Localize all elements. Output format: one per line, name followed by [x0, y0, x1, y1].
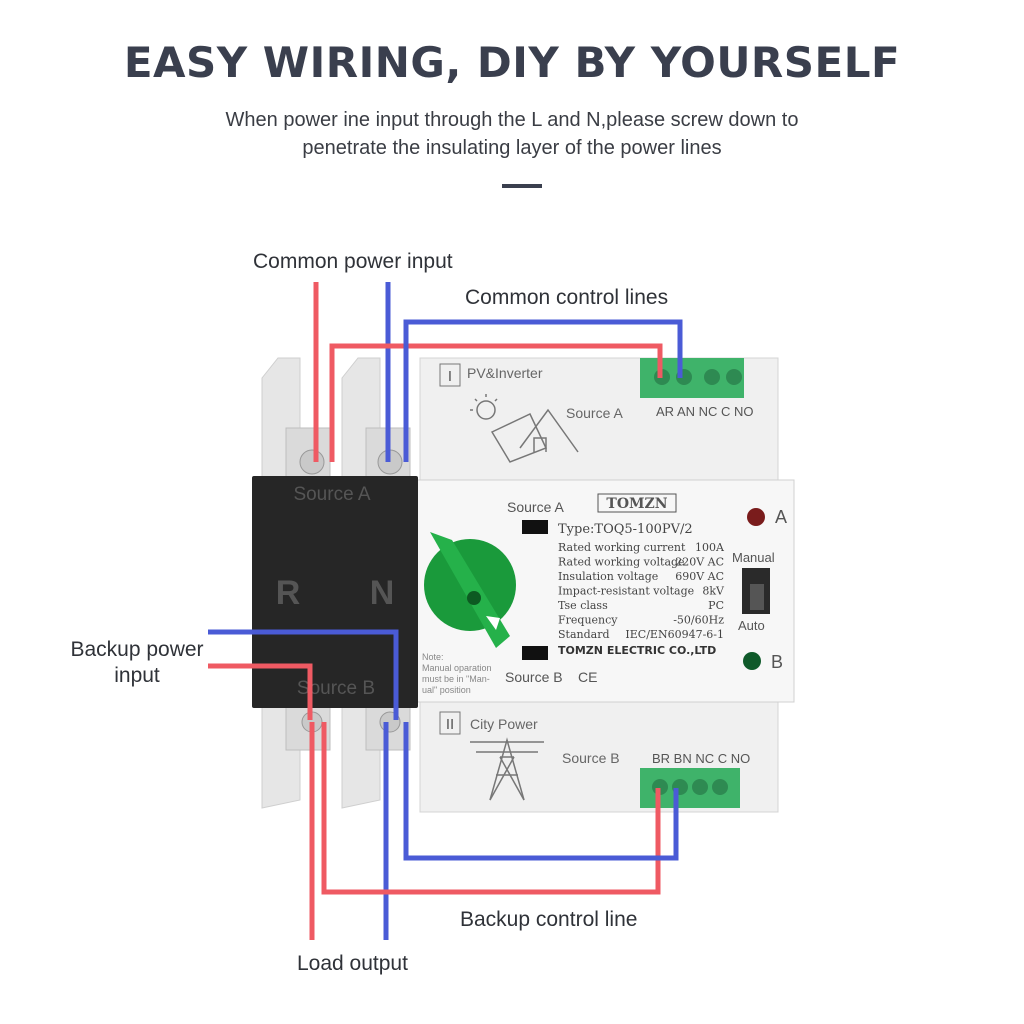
block-source-a: Source A: [293, 484, 370, 505]
spec-plate: TOMZN Type:TOQ5-100PV/2 Rated working cu…: [558, 493, 725, 657]
auto-label: Auto: [738, 618, 765, 633]
backup-control-blue-wire: [403, 722, 679, 861]
spec-name: Tse class: [558, 599, 608, 612]
top-terminal-labels: AR AN NC C NO: [656, 404, 754, 419]
bottom-terminal-labels: BR BN NC C NO: [652, 751, 750, 766]
top-module: I PV&Inverter Source A AR AN NC C NO: [419, 357, 779, 485]
block-letter-r: R: [276, 574, 301, 612]
common-power-input-label: Common power input: [253, 250, 453, 273]
common-control-lines-label: Common control lines: [465, 286, 669, 309]
top-module-source: Source A: [566, 405, 623, 421]
bottom-module-label: City Power: [470, 716, 538, 732]
power-pylon-icon: [470, 737, 544, 801]
spec-value: 8kV: [702, 585, 725, 598]
backup-power-input-line-1: Backup power: [70, 638, 204, 661]
source-b-window: [522, 646, 548, 660]
terminal-screw-icon: [299, 449, 325, 475]
source-a-window: [522, 520, 548, 534]
svg-text:Note:: Note:: [422, 652, 444, 662]
backup-input-blue-wire: [208, 629, 399, 720]
backup-input-red-wire: [208, 663, 313, 720]
svg-text:must be in "Man-: must be in "Man-: [422, 674, 490, 684]
spec-value: 220V AC: [675, 556, 724, 569]
terminal-screw-icon: [692, 779, 708, 795]
top-module-label: PV&Inverter: [467, 365, 543, 381]
indicator-b-light: [743, 652, 761, 670]
spec-value: -50/60Hz: [673, 614, 724, 627]
bottom-module-number: II: [446, 716, 454, 733]
load-output-label: Load output: [297, 952, 408, 975]
spec-name: Frequency: [558, 614, 618, 627]
common-control-red-wire: [329, 343, 663, 462]
subtitle-line-2: penetrate the insulating layer of the po…: [302, 137, 722, 159]
backup-power-input-line-2: input: [114, 664, 160, 687]
wires: [208, 282, 683, 940]
spec-value: 100A: [695, 541, 725, 554]
bottom-module-source: Source B: [562, 750, 620, 766]
backup-control-red-wire: [321, 722, 661, 895]
front-panel: Source A Source B TOMZN Type:TOQ5-100PV/…: [411, 479, 795, 703]
spec-value: IEC/EN60947-6-1: [625, 628, 724, 641]
type-label: Type:TOQ5-100PV/2: [558, 522, 693, 537]
rotary-knob[interactable]: [424, 532, 516, 648]
black-source-block: Source A R N Source B Note: Manual opara…: [252, 476, 492, 708]
indicator-a-light: [747, 508, 765, 526]
spec-value: 690V AC: [675, 570, 724, 583]
svg-text:ual" position: ual" position: [422, 685, 471, 695]
backup-power-input-label: Backup power input: [66, 638, 208, 688]
front-source-a: Source A: [507, 499, 564, 515]
front-source-b: Source B: [505, 669, 563, 685]
sun-house-icon: [470, 394, 579, 463]
backup-control-line-label: Backup control line: [460, 908, 638, 931]
common-control-blue-wire: [403, 319, 683, 462]
block-source-b: Source B: [297, 678, 375, 699]
manual-label: Manual: [732, 550, 775, 565]
company-label: TOMZN ELECTRIC CO.,LTD: [558, 644, 716, 657]
terminal-screw-icon: [704, 369, 720, 385]
terminal-screw-icon: [712, 779, 728, 795]
spec-name: Insulation voltage: [558, 570, 658, 583]
spec-value: PC: [708, 599, 724, 612]
spec-name: Impact-resistant voltage: [558, 585, 694, 598]
page-title: EASY WIRING, DIY BY YOURSELF: [123, 38, 901, 87]
ce-mark: CE: [578, 669, 597, 685]
bottom-module: II City Power Source B BR BN NC C NO: [419, 699, 779, 813]
title-divider: [502, 184, 542, 188]
spec-name: Rated working current: [558, 541, 686, 554]
svg-text:Manual oparation: Manual oparation: [422, 663, 492, 673]
page-subtitle: When power ine input through the L and N…: [150, 106, 874, 162]
block-letter-n: N: [370, 574, 395, 612]
indicator-a-label: A: [775, 507, 787, 527]
manual-note: Note: Manual oparation must be in "Man- …: [422, 652, 492, 695]
spec-name: Standard: [558, 628, 610, 641]
spec-name: Rated working voltage: [558, 556, 685, 569]
terminal-screw-icon: [726, 369, 742, 385]
top-module-number: I: [448, 368, 452, 385]
subtitle-line-1: When power ine input through the L and N…: [225, 109, 799, 131]
indicator-b-label: B: [771, 652, 783, 672]
brand-logo: TOMZN: [606, 496, 667, 512]
